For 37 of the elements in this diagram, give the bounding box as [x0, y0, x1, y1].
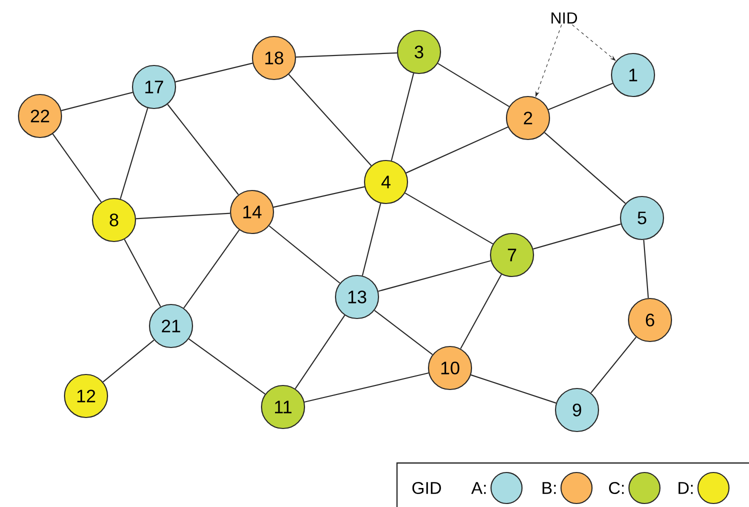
leader-line	[572, 24, 616, 61]
edge-line	[643, 240, 649, 298]
edge-line	[404, 192, 494, 244]
edge-line	[120, 108, 148, 200]
edge-line	[470, 374, 556, 404]
edge-line	[438, 62, 510, 108]
node-label: NID	[552, 12, 578, 24]
edge-line	[304, 372, 429, 403]
edge-line	[390, 73, 414, 161]
legend-label: C:	[609, 482, 624, 494]
edge-line	[288, 74, 372, 166]
legend-label: D:	[678, 482, 693, 494]
edge-line	[167, 104, 239, 195]
edge-line	[378, 260, 491, 292]
edge-line	[273, 186, 365, 208]
edge-line	[362, 203, 382, 276]
edge-line	[175, 62, 253, 82]
edge-line	[183, 230, 240, 308]
edge-line	[102, 340, 154, 382]
edge-line	[544, 132, 626, 204]
edge-line	[124, 239, 162, 307]
edge-line	[268, 225, 340, 284]
edge-line	[406, 126, 508, 174]
edge-line	[548, 82, 613, 110]
edge-line	[460, 274, 502, 349]
edge-line	[52, 134, 102, 202]
edge-line	[136, 212, 230, 220]
edge-line	[296, 52, 397, 58]
edge-line	[590, 336, 637, 394]
legend-title: GID	[412, 482, 441, 494]
edge-line	[61, 92, 133, 112]
edge-line	[374, 310, 433, 356]
legend-label: B:	[542, 482, 556, 494]
edge-line	[188, 338, 266, 395]
edge-line	[294, 314, 346, 390]
legend-label: A:	[471, 482, 486, 494]
edge-line	[533, 224, 621, 250]
